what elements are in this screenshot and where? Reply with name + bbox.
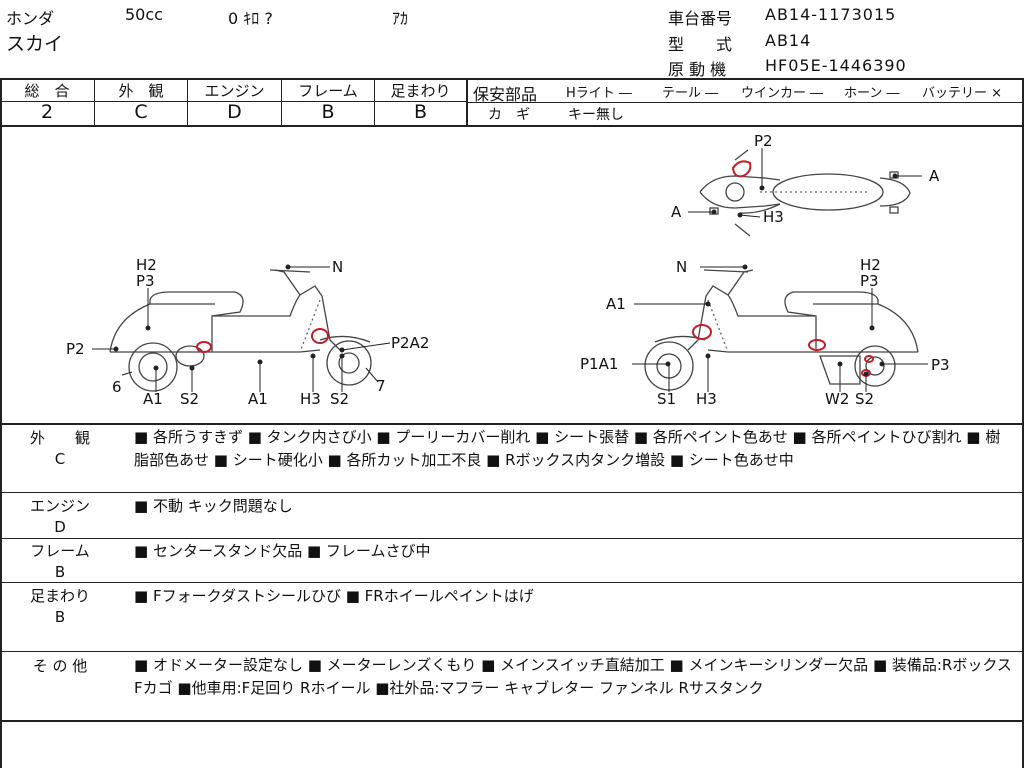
diagram-label: P3 — [136, 272, 155, 290]
diagram-label: A1 — [606, 295, 626, 313]
safety-item-headlight: Hライト ― — [566, 86, 632, 101]
color: ｱｶ — [392, 9, 409, 28]
section-text: ■ Fフォークダストシールひび ■ FRホイールペイントはげ — [134, 587, 534, 605]
divider — [0, 78, 1024, 80]
section-label: フレーム — [30, 542, 90, 560]
key-label: カ ギ — [488, 107, 530, 123]
diagram-label: N — [332, 258, 343, 276]
diagram-label: H2 — [860, 256, 881, 274]
grade-label-engine: エンジン — [204, 82, 265, 100]
label-pointers — [92, 148, 928, 392]
safety-item-tail: テール ― — [662, 86, 719, 101]
grade-label-total: 総 合 — [24, 82, 70, 100]
top-view-scooter — [699, 149, 911, 237]
diagram-label: P2A2 — [391, 334, 429, 352]
divider — [0, 78, 2, 768]
diagram-label: 7 — [376, 377, 386, 395]
divider — [0, 492, 1024, 493]
displacement: 50cc — [125, 5, 163, 24]
damage-marks — [196, 160, 874, 377]
grade-label-suspension: 足まわり — [390, 82, 451, 100]
diagram-label: W2 — [825, 390, 849, 408]
section-label: エンジン — [29, 497, 90, 515]
diagram-label: A1 — [248, 390, 268, 408]
grade-value-engine: D — [227, 101, 242, 123]
section-text: ■ センタースタンド欠品 ■ フレームさび中 — [134, 542, 431, 560]
diagram-label: A1 — [143, 390, 163, 408]
diagram-label: A — [929, 167, 940, 185]
divider — [0, 423, 1024, 425]
grade-value-exterior: C — [134, 101, 148, 123]
divider — [0, 538, 1024, 539]
section-text: ■ 各所うすきず ■ タンク内さび小 ■ プーリーカバー削れ ■ シート張替 ■… — [134, 428, 1001, 469]
divider — [0, 582, 1024, 583]
divider — [1022, 78, 1024, 768]
key-value: キー無し — [568, 107, 624, 123]
engine-no-label: 原 動 機 — [668, 60, 727, 79]
section-grade: C — [54, 450, 66, 468]
frame-no: AB14-1173015 — [765, 5, 897, 24]
engine-no: HF05E-1446390 — [765, 56, 907, 75]
maker: ホンダ — [6, 9, 55, 28]
section-label: 外 観 — [29, 429, 90, 447]
diagram-label: S2 — [180, 390, 199, 408]
grade-label-exterior: 外 観 — [118, 82, 164, 100]
diagram-label: N — [676, 258, 687, 276]
section-grade: B — [54, 608, 66, 626]
diagram-label: H3 — [763, 208, 784, 226]
safety-label: 保安部品 — [473, 85, 538, 104]
diagram-label: P3 — [860, 272, 879, 290]
diagram-label: 6 — [112, 378, 122, 396]
diagram-label: H3 — [696, 390, 717, 408]
grade-value-total: 2 — [40, 101, 54, 123]
mileage: 0 ｷﾛ ? — [228, 9, 273, 28]
diagram-label: P2 — [66, 340, 85, 358]
diagram-label: S1 — [657, 390, 676, 408]
section-grade: B — [54, 563, 66, 581]
type-label: 型 式 — [668, 35, 733, 54]
section-grade: D — [54, 518, 66, 536]
safety-item-horn: ホーン ― — [844, 86, 900, 101]
divider — [0, 651, 1024, 652]
section-label: 足まわり — [29, 587, 90, 605]
diagram-label: H3 — [300, 390, 321, 408]
diagram-label: H2 — [136, 256, 157, 274]
diagram-label: P1A1 — [580, 355, 618, 373]
model-name: スカイ — [6, 33, 64, 55]
diagram-label: P3 — [931, 356, 950, 374]
grade-value-suspension: B — [413, 101, 428, 123]
damage-diagram: P2 A A H3 H2 P3 N P2 P2A2 6 7 A1 S2 A1 H… — [66, 132, 950, 408]
section-label: そ の 他 — [32, 657, 88, 675]
divider — [0, 125, 1024, 127]
frame-no-label: 車台番号 — [668, 9, 733, 28]
section-text: ■ オドメーター設定なし ■ メーターレンズくもり ■ メインスイッチ直結加工 … — [134, 656, 1012, 697]
type-value: AB14 — [765, 31, 812, 50]
grade-label-frame: フレーム — [298, 82, 358, 100]
safety-item-winker: ウインカー ― — [741, 86, 824, 101]
divider — [0, 720, 1024, 722]
diagram-label: A — [671, 203, 682, 221]
safety-item-battery: バッテリー × — [922, 86, 1003, 101]
diagram-label: S2 — [855, 390, 874, 408]
diagram-label: P2 — [754, 132, 773, 150]
left-side-scooter — [109, 269, 372, 392]
diagram-label: S2 — [330, 390, 349, 408]
grade-value-frame: B — [321, 101, 335, 123]
section-text: ■ 不動 キック問題なし — [134, 497, 293, 515]
